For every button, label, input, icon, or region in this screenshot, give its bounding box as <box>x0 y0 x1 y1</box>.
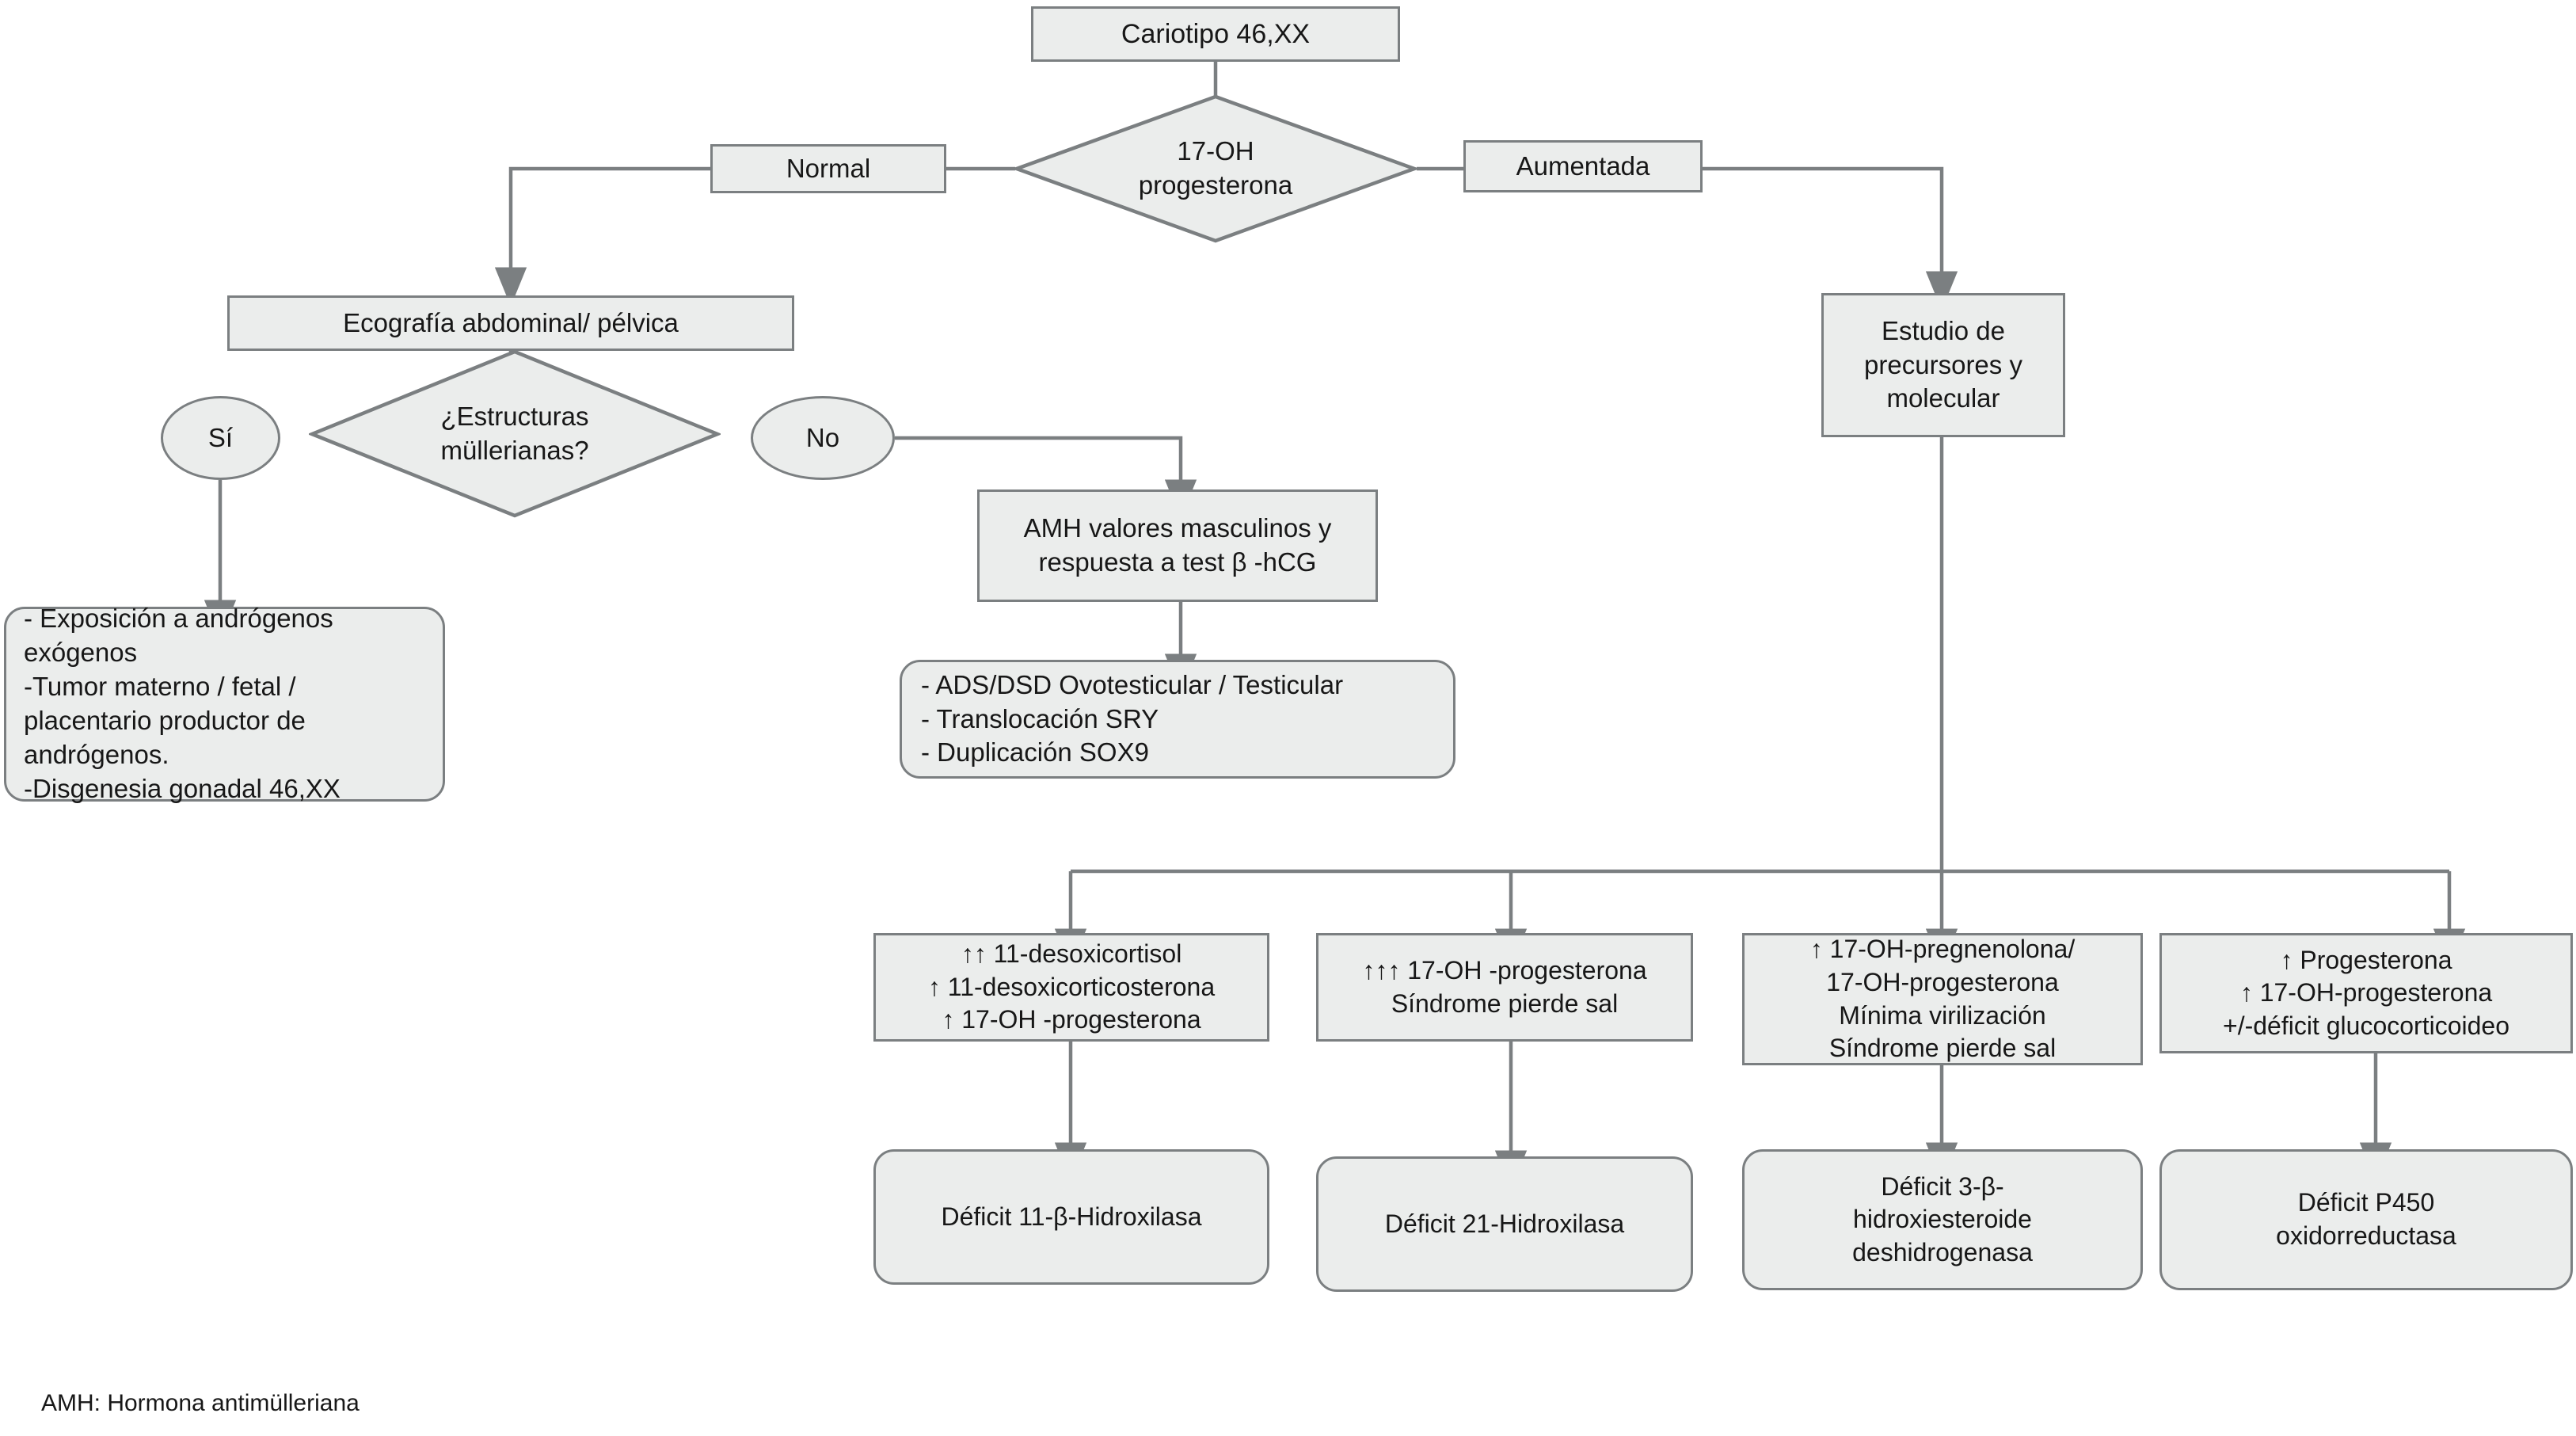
node-finding-3[interactable]: ↑ 17-OH-pregnenolona/ 17-OH-progesterona… <box>1742 933 2143 1065</box>
answer-si-label: Sí <box>207 423 234 452</box>
answer-no[interactable]: No <box>751 396 895 480</box>
node-diagnosis-3-label: Déficit 3-β- hidroxiesteroide deshidroge… <box>1852 1171 2033 1266</box>
node-estudio-precursores[interactable]: Estudio de precursores y molecular <box>1821 293 2065 437</box>
node-cariotipo-label: Cariotipo 46,XX <box>1121 18 1311 49</box>
node-diagnosis-4[interactable]: Déficit P450 oxidorreductasa <box>2159 1149 2573 1290</box>
branch-label-aumentada-text: Aumentada <box>1516 150 1650 181</box>
node-finding-3-label: ↑ 17-OH-pregnenolona/ 17-OH-progesterona… <box>1809 935 2076 1063</box>
node-finding-1-label: ↑↑ 11-desoxicortisol ↑ 11-desoxicorticos… <box>927 939 1216 1034</box>
node-dsd-resultados[interactable]: - ADS/DSD Ovotesticular / Testicular - T… <box>900 660 1455 779</box>
decision-17oh-label: 17-OH progesterona <box>1138 136 1293 200</box>
answer-si[interactable]: Sí <box>161 396 280 480</box>
wire-aumentada-to-estudio <box>1703 166 1958 310</box>
node-diagnosis-1-label: Déficit 11-β-Hidroxilasa <box>941 1202 1202 1231</box>
node-finding-4-label: ↑ Progesterona ↑ 17-OH-progesterona +/-d… <box>2223 945 2509 1040</box>
node-finding-1[interactable]: ↑↑ 11-desoxicortisol ↑ 11-desoxicorticos… <box>873 933 1269 1042</box>
node-diagnosis-3[interactable]: Déficit 3-β- hidroxiesteroide deshidroge… <box>1742 1149 2143 1290</box>
decision-estructuras-mullerianas[interactable]: ¿Estructuras müllerianas? <box>309 349 721 519</box>
wire-no-to-amh <box>895 436 1197 519</box>
decision-mullerianas-label: ¿Estructuras müllerianas? <box>440 401 589 465</box>
node-diagnosis-2-label: Déficit 21-Hidroxilasa <box>1384 1209 1625 1238</box>
branch-label-normal[interactable]: Normal <box>710 144 946 193</box>
node-diagnosis-1[interactable]: Déficit 11-β-Hidroxilasa <box>873 1149 1269 1285</box>
branch-label-normal-text: Normal <box>786 153 871 183</box>
node-finding-2-label: ↑↑↑ 17-OH -progesterona Síndrome pierde … <box>1362 955 1647 1018</box>
node-cariotipo[interactable]: Cariotipo 46,XX <box>1031 6 1400 62</box>
footnote-amh: AMH: Hormona antimülleriana <box>41 1390 360 1416</box>
node-finding-4[interactable]: ↑ Progesterona ↑ 17-OH-progesterona +/-d… <box>2159 933 2573 1053</box>
wire-normal-to-ecografia <box>494 166 736 307</box>
node-causas-46xx[interactable]: - Exposición a andrógenos exógenos -Tumo… <box>4 604 445 803</box>
diamond-shape-mullerianas <box>309 349 721 518</box>
node-dsd-resultados-label: - ADS/DSD Ovotesticular / Testicular - T… <box>921 669 1344 768</box>
node-causas-46xx-label: - Exposición a andrógenos exógenos -Tumo… <box>24 604 341 803</box>
node-ecografia-label: Ecografía abdominal/ pélvica <box>343 307 679 337</box>
node-amh-test[interactable]: AMH valores masculinos y respuesta a tes… <box>977 489 1378 602</box>
node-ecografia[interactable]: Ecografía abdominal/ pélvica <box>227 295 794 351</box>
diamond-shape-17oh <box>1014 94 1417 243</box>
decision-17oh-progesterona[interactable]: 17-OH progesterona <box>1014 93 1417 244</box>
node-estudio-precursores-label: Estudio de precursores y molecular <box>1864 315 2022 413</box>
branch-label-aumentada[interactable]: Aumentada <box>1463 140 1703 192</box>
answer-no-label: No <box>805 423 840 452</box>
node-finding-2[interactable]: ↑↑↑ 17-OH -progesterona Síndrome pierde … <box>1316 933 1693 1042</box>
node-diagnosis-4-label: Déficit P450 oxidorreductasa <box>2276 1188 2456 1250</box>
node-amh-test-label: AMH valores masculinos y respuesta a tes… <box>1023 513 1332 577</box>
node-diagnosis-2[interactable]: Déficit 21-Hidroxilasa <box>1316 1156 1693 1292</box>
